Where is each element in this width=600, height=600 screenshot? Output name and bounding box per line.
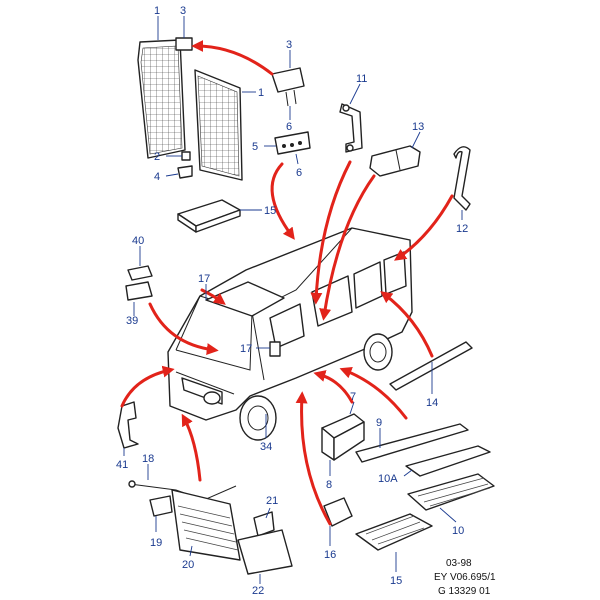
footer-date: 03-98	[446, 558, 472, 569]
grab-handle-11	[339, 103, 363, 153]
callout-4: 4	[154, 171, 160, 183]
footer-refs: 03-98 EY V06.695/1 G 13329 01	[434, 558, 496, 597]
callout-15a: 15	[264, 205, 276, 217]
latch-2-4	[177, 151, 193, 179]
callout-34: 34	[260, 441, 272, 453]
callout-17b: 17	[240, 343, 252, 355]
grille-panel-right	[194, 69, 243, 181]
callout-2: 2	[154, 151, 160, 163]
floor-pad-15-top	[177, 199, 241, 233]
callout-7: 7	[350, 391, 356, 403]
grille-panel-left	[137, 39, 186, 159]
callout-1b: 1	[258, 87, 264, 99]
callout-19: 19	[150, 537, 162, 549]
rail-14	[389, 341, 473, 391]
bracket-19	[149, 495, 173, 517]
callout-5: 5	[252, 141, 258, 153]
callout-17a: 17	[198, 273, 210, 285]
part-40	[127, 265, 153, 281]
callout-39: 39	[126, 315, 138, 327]
step-plate-10A	[405, 445, 491, 477]
callout-6b: 6	[296, 167, 302, 179]
hook-12	[453, 146, 471, 211]
grille-bracket-3	[175, 37, 305, 107]
callout-18: 18	[142, 453, 154, 465]
footer-ref1: EY V06.695/1	[434, 572, 496, 583]
bracket-13	[369, 145, 421, 177]
callout-16: 16	[324, 549, 336, 561]
step-plate-10	[407, 473, 495, 511]
clip-5	[274, 131, 311, 155]
part-39	[125, 281, 153, 301]
bracket-41	[117, 401, 139, 449]
callouts: 1 3 3 1 6 2 4 5 6 11 13 12 15 40 17 39 1…	[116, 5, 468, 597]
leader-lines	[123, 16, 463, 584]
step-7	[321, 413, 365, 461]
van-body	[167, 227, 413, 441]
callout-1a: 1	[154, 5, 160, 17]
callout-15b: 15	[390, 575, 402, 587]
callout-6a: 6	[286, 121, 292, 133]
callout-20: 20	[182, 559, 194, 571]
callout-13: 13	[412, 121, 424, 133]
callout-8: 8	[326, 479, 332, 491]
callout-9: 9	[376, 417, 382, 429]
callout-10: 10	[452, 525, 464, 537]
callout-41: 41	[116, 459, 128, 471]
callout-10A: 10A	[378, 473, 398, 485]
callout-11: 11	[356, 73, 367, 85]
heater-unit-20	[171, 489, 241, 561]
footer-ref2: G 13329 01	[438, 586, 491, 597]
callout-22: 22	[252, 585, 264, 597]
callout-12: 12	[456, 223, 468, 235]
callout-3b: 3	[286, 39, 292, 51]
floor-pad-15-bottom	[355, 513, 433, 551]
bracket-16	[323, 497, 353, 527]
sill-strip-9	[355, 423, 469, 463]
callout-14: 14	[426, 397, 438, 409]
callout-21: 21	[266, 495, 278, 507]
callout-3a: 3	[180, 5, 186, 17]
callout-40: 40	[132, 235, 144, 247]
bracket-22	[237, 529, 293, 575]
reference-arrows	[120, 40, 454, 526]
bracket-21	[253, 511, 275, 537]
